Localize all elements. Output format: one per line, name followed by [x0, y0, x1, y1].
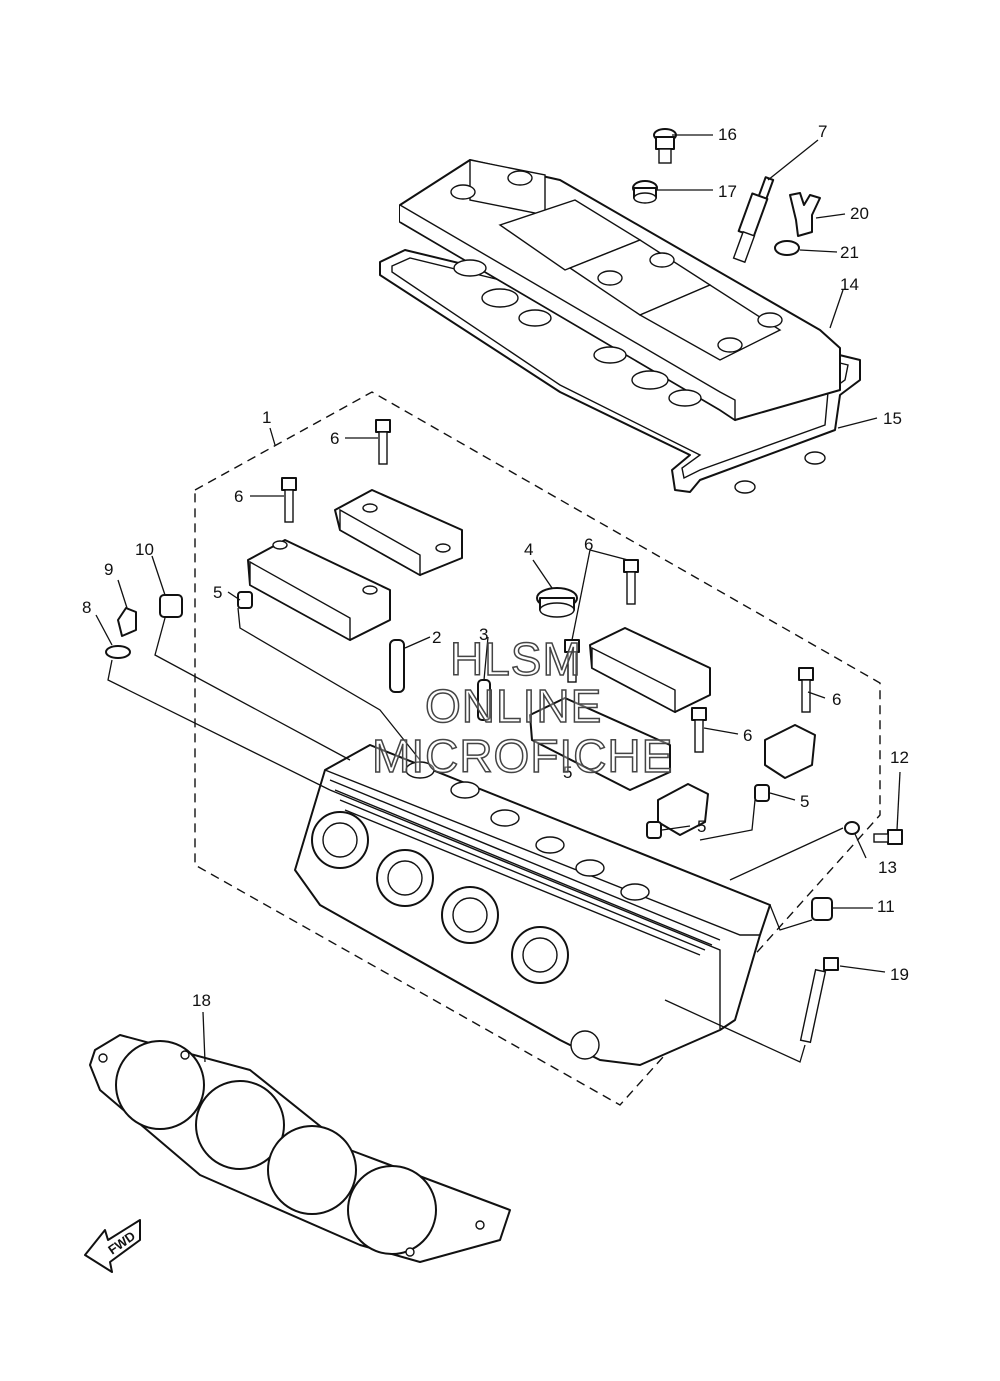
callout-6-lower: 6 — [743, 726, 752, 745]
breather-fitting — [789, 192, 821, 237]
callout-15: 15 — [883, 409, 902, 428]
spark-plug — [732, 176, 775, 264]
cover-bolt — [653, 128, 677, 164]
valve-cover — [399, 159, 841, 422]
valve-cover-gasket — [379, 249, 861, 494]
callout-5-center: 5 — [563, 763, 572, 782]
cap-bolt-3 — [623, 559, 639, 605]
camshaft-cap-right — [589, 627, 711, 714]
cylinder-head-plug — [536, 587, 578, 618]
forward-arrow-icon: FWD — [84, 1219, 141, 1273]
camshaft-cap-small-upper — [764, 724, 816, 779]
dowel-pin-3 — [646, 821, 662, 839]
callout-16: 16 — [718, 125, 737, 144]
callout-3: 3 — [479, 625, 488, 644]
callout-18: 18 — [192, 991, 211, 1010]
callout-7: 7 — [818, 122, 827, 141]
callout-6-left: 6 — [234, 487, 243, 506]
callout-12: 12 — [890, 748, 909, 767]
cap-bolt-2 — [281, 477, 297, 523]
callout-4: 4 — [524, 540, 533, 559]
cap-nut — [117, 607, 137, 637]
callout-14: 14 — [840, 275, 859, 294]
camshaft-cap-center — [529, 697, 671, 791]
collar — [159, 594, 183, 618]
assembly-group-outline — [194, 391, 881, 1106]
stud-bolt — [389, 639, 405, 693]
long-bolt — [799, 957, 839, 1044]
camshaft-cap-left — [247, 539, 391, 642]
cap-bolt-5 — [798, 667, 814, 713]
dowel-pin-1 — [237, 591, 253, 609]
callout-11: 11 — [877, 897, 895, 916]
union-bolt — [873, 829, 903, 845]
cap-bolt-4 — [564, 639, 580, 683]
cap-bolt-1 — [375, 419, 391, 465]
callout-2: 2 — [432, 628, 441, 647]
watermark: HLSM ONLINE MICROFICHE — [371, 632, 673, 783]
callout-8: 8 — [82, 598, 91, 617]
cylinder-head-gasket — [89, 1034, 511, 1263]
callout-5-right: 5 — [800, 792, 809, 811]
callout-21: 21 — [840, 243, 859, 262]
grommet — [632, 180, 658, 204]
callout-1: 1 — [262, 408, 271, 427]
watermark-line-2: ONLINE — [425, 680, 602, 732]
callout-9: 9 — [104, 560, 113, 579]
o-ring — [774, 240, 800, 256]
callout-13: 13 — [878, 858, 897, 877]
callout-6-top: 6 — [330, 429, 339, 448]
callout-20: 20 — [850, 204, 869, 223]
callout-5-lower: 5 — [697, 817, 706, 836]
callout-19: 19 — [890, 965, 909, 984]
watermark-line-1: HLSM — [450, 633, 582, 685]
watermark-line-3: MICROFICHE — [372, 730, 673, 782]
callout-labels: 1 2 3 4 5 5 5 5 6 6 6 6 6 7 8 9 10 11 12… — [82, 122, 909, 1010]
callout-10: 10 — [135, 540, 154, 559]
collar-right — [811, 897, 833, 921]
cylinder-head — [294, 744, 771, 1066]
washer — [105, 645, 131, 659]
gasket-washer — [844, 821, 860, 835]
dowel-pin-2 — [754, 784, 770, 802]
leader-lines — [95, 134, 901, 1063]
callout-5-left: 5 — [213, 583, 222, 602]
callout-6-center: 6 — [584, 535, 593, 554]
callout-17: 17 — [718, 182, 737, 201]
callout-6-right: 6 — [832, 690, 841, 709]
camshaft-cap-upper — [334, 489, 463, 577]
cap-bolt-6 — [691, 707, 707, 753]
